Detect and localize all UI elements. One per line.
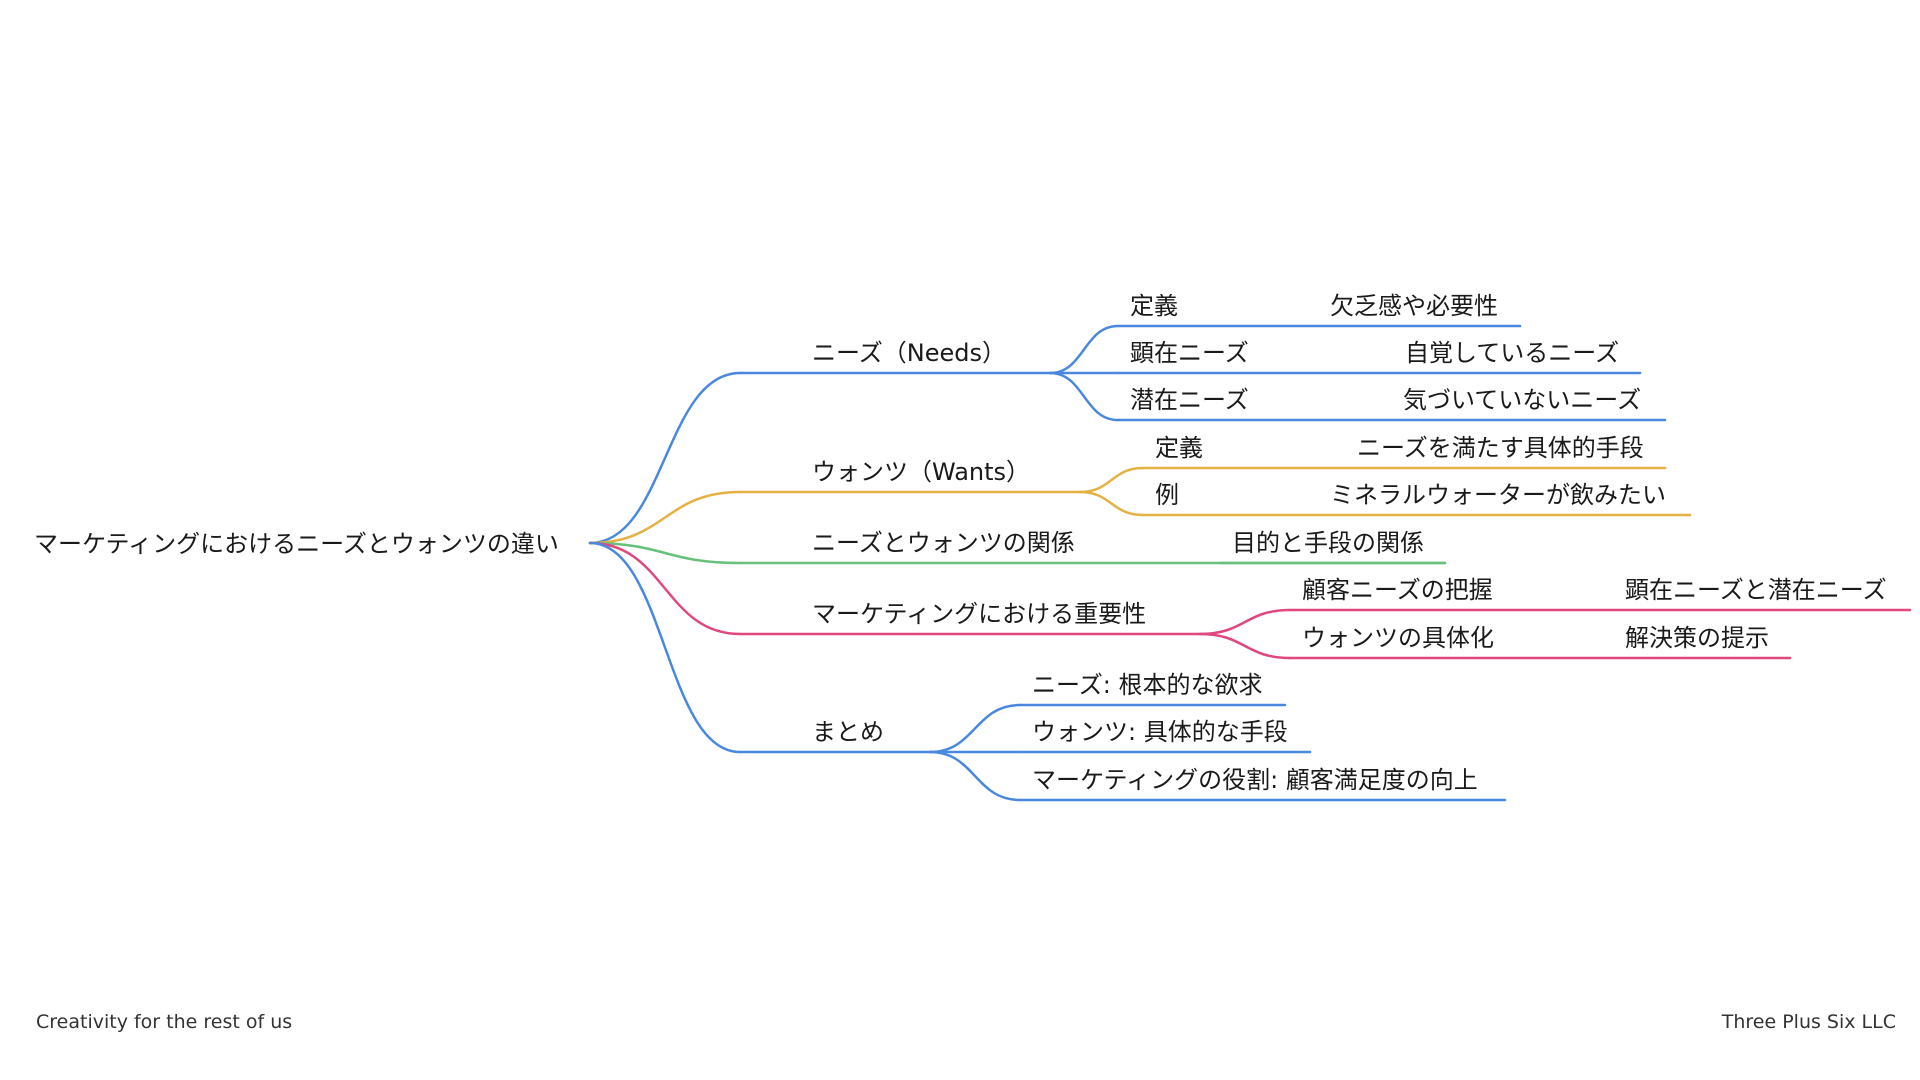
child-connector <box>1048 371 1120 422</box>
branch-connector <box>588 490 742 545</box>
child-label: ウォンツ: 具体的な手段 <box>1032 718 1288 746</box>
child-label: ニーズ: 根本的な欲求 <box>1032 671 1263 699</box>
footer-tagline: Creativity for the rest of us <box>36 1011 293 1033</box>
child-connector <box>1048 324 1120 375</box>
child-connector <box>1078 490 1145 517</box>
grandchild-label: ニーズを満たす具体的手段 <box>1357 434 1644 462</box>
footer-company: Three Plus Six LLC <box>1721 1011 1896 1033</box>
grandchild-label: 自覚しているニーズ <box>1405 339 1619 367</box>
child-label: 目的と手段の関係 <box>1232 529 1424 557</box>
grandchild-label: 気づいていないニーズ <box>1403 386 1641 414</box>
branch-label: ニーズ（Needs） <box>812 339 1006 367</box>
child-connector <box>1078 466 1145 494</box>
branch-connector <box>588 371 742 545</box>
child-label: ウォンツの具体化 <box>1302 624 1494 652</box>
child-connector <box>1198 632 1292 660</box>
branch-label: マーケティングにおける重要性 <box>812 600 1146 628</box>
child-connector <box>928 703 1022 754</box>
branch-connector <box>588 541 742 754</box>
grandchild-label: ミネラルウォーターが飲みたい <box>1330 481 1666 509</box>
branch-label: まとめ <box>812 718 884 746</box>
branch-label: ニーズとウォンツの関係 <box>812 529 1075 557</box>
child-label: 例 <box>1155 481 1179 509</box>
child-label: 顧客ニーズの把握 <box>1302 576 1493 604</box>
grandchild-label: 欠乏感や必要性 <box>1330 292 1498 320</box>
child-connector <box>1198 608 1292 636</box>
child-label: 定義 <box>1155 434 1203 462</box>
child-connector <box>928 750 1022 802</box>
grandchild-label: 解決策の提示 <box>1625 624 1769 652</box>
root-node: マーケティングにおけるニーズとウォンツの違い <box>34 530 559 558</box>
branch-connector <box>588 541 742 565</box>
branch-connector <box>588 541 742 636</box>
child-label: 潜在ニーズ <box>1130 386 1249 414</box>
mindmap-connectors <box>588 324 1912 802</box>
child-label: マーケティングの役割: 顧客満足度の向上 <box>1032 766 1478 794</box>
child-label: 定義 <box>1130 292 1178 320</box>
grandchild-label: 顕在ニーズと潜在ニーズ <box>1625 576 1887 604</box>
child-label: 顕在ニーズ <box>1130 339 1249 367</box>
branch-label: ウォンツ（Wants） <box>812 458 1030 486</box>
